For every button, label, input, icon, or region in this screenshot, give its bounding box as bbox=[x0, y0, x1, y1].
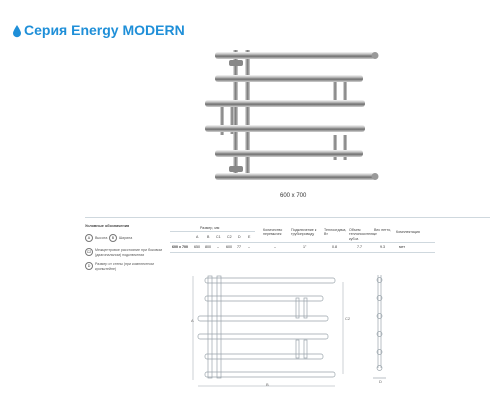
legend-key-b: B bbox=[109, 234, 117, 242]
table-line bbox=[170, 242, 435, 243]
col-crossbars: Количество перемычек bbox=[263, 228, 283, 237]
cell-connection: 1" bbox=[303, 245, 307, 249]
cell-weight: 9.3 bbox=[380, 245, 385, 249]
legend-label-b: Ширина bbox=[119, 235, 133, 240]
col-heat-output: Теплоотдача, Вт bbox=[324, 228, 347, 237]
cell-equipment: мет bbox=[399, 245, 405, 249]
cell-crossbars: – bbox=[274, 245, 276, 249]
product-caption: 600 x 700 bbox=[280, 193, 307, 199]
col-a: A bbox=[196, 235, 199, 239]
legend-key-c2: C2 bbox=[85, 248, 93, 256]
legend-key-a: A bbox=[85, 234, 93, 242]
cell-e: – bbox=[248, 245, 250, 249]
col-e: E bbox=[248, 235, 251, 239]
water-drop-icon bbox=[13, 25, 21, 38]
col-connection: Подключение к трубопроводу bbox=[291, 228, 317, 237]
col-equipment: Комплектация bbox=[396, 230, 420, 234]
side-view-drawing bbox=[373, 275, 386, 379]
legend-label-d: Размер от стены (при комплектном кронште… bbox=[95, 262, 154, 271]
legend-label-c2: Межцентровое расстояние при боковом (диа… bbox=[95, 248, 162, 257]
cell-volume: 7.7 bbox=[357, 245, 362, 249]
table-line bbox=[170, 252, 435, 253]
cell-c1: – bbox=[217, 245, 219, 249]
col-weight: Вес нетто, кг bbox=[374, 228, 392, 237]
legend-key-d: D bbox=[85, 262, 93, 270]
col-c2: C2 bbox=[227, 235, 232, 239]
dim-label-center: C2 bbox=[345, 316, 351, 321]
dim-label-depth: D bbox=[379, 379, 382, 384]
dim-label-width: B bbox=[266, 382, 269, 387]
col-d: D bbox=[238, 235, 241, 239]
cell-b: 800 bbox=[205, 245, 211, 249]
dim-label-height: A bbox=[191, 318, 194, 323]
cell-a: 650 bbox=[194, 245, 200, 249]
legend-title: Условные обозначения bbox=[85, 224, 130, 228]
col-volume: Объем теплоносителя, куб.м. bbox=[349, 228, 375, 241]
section-divider bbox=[85, 217, 490, 218]
cell-heat-output: 0.8 bbox=[332, 245, 337, 249]
row-model: 600 x 700 bbox=[172, 245, 188, 249]
col-b: B bbox=[207, 235, 210, 239]
product-image bbox=[205, 50, 379, 180]
size-group-header: Размер, мм bbox=[200, 226, 220, 230]
front-view-drawing bbox=[192, 275, 344, 387]
cell-c2: 600 bbox=[226, 245, 232, 249]
table-line bbox=[170, 231, 255, 232]
series-title: Серия Energy MODERN bbox=[24, 22, 185, 38]
cell-d: 77 bbox=[237, 245, 241, 249]
legend-label-a: Высота bbox=[95, 235, 108, 240]
col-c1: C1 bbox=[216, 235, 221, 239]
